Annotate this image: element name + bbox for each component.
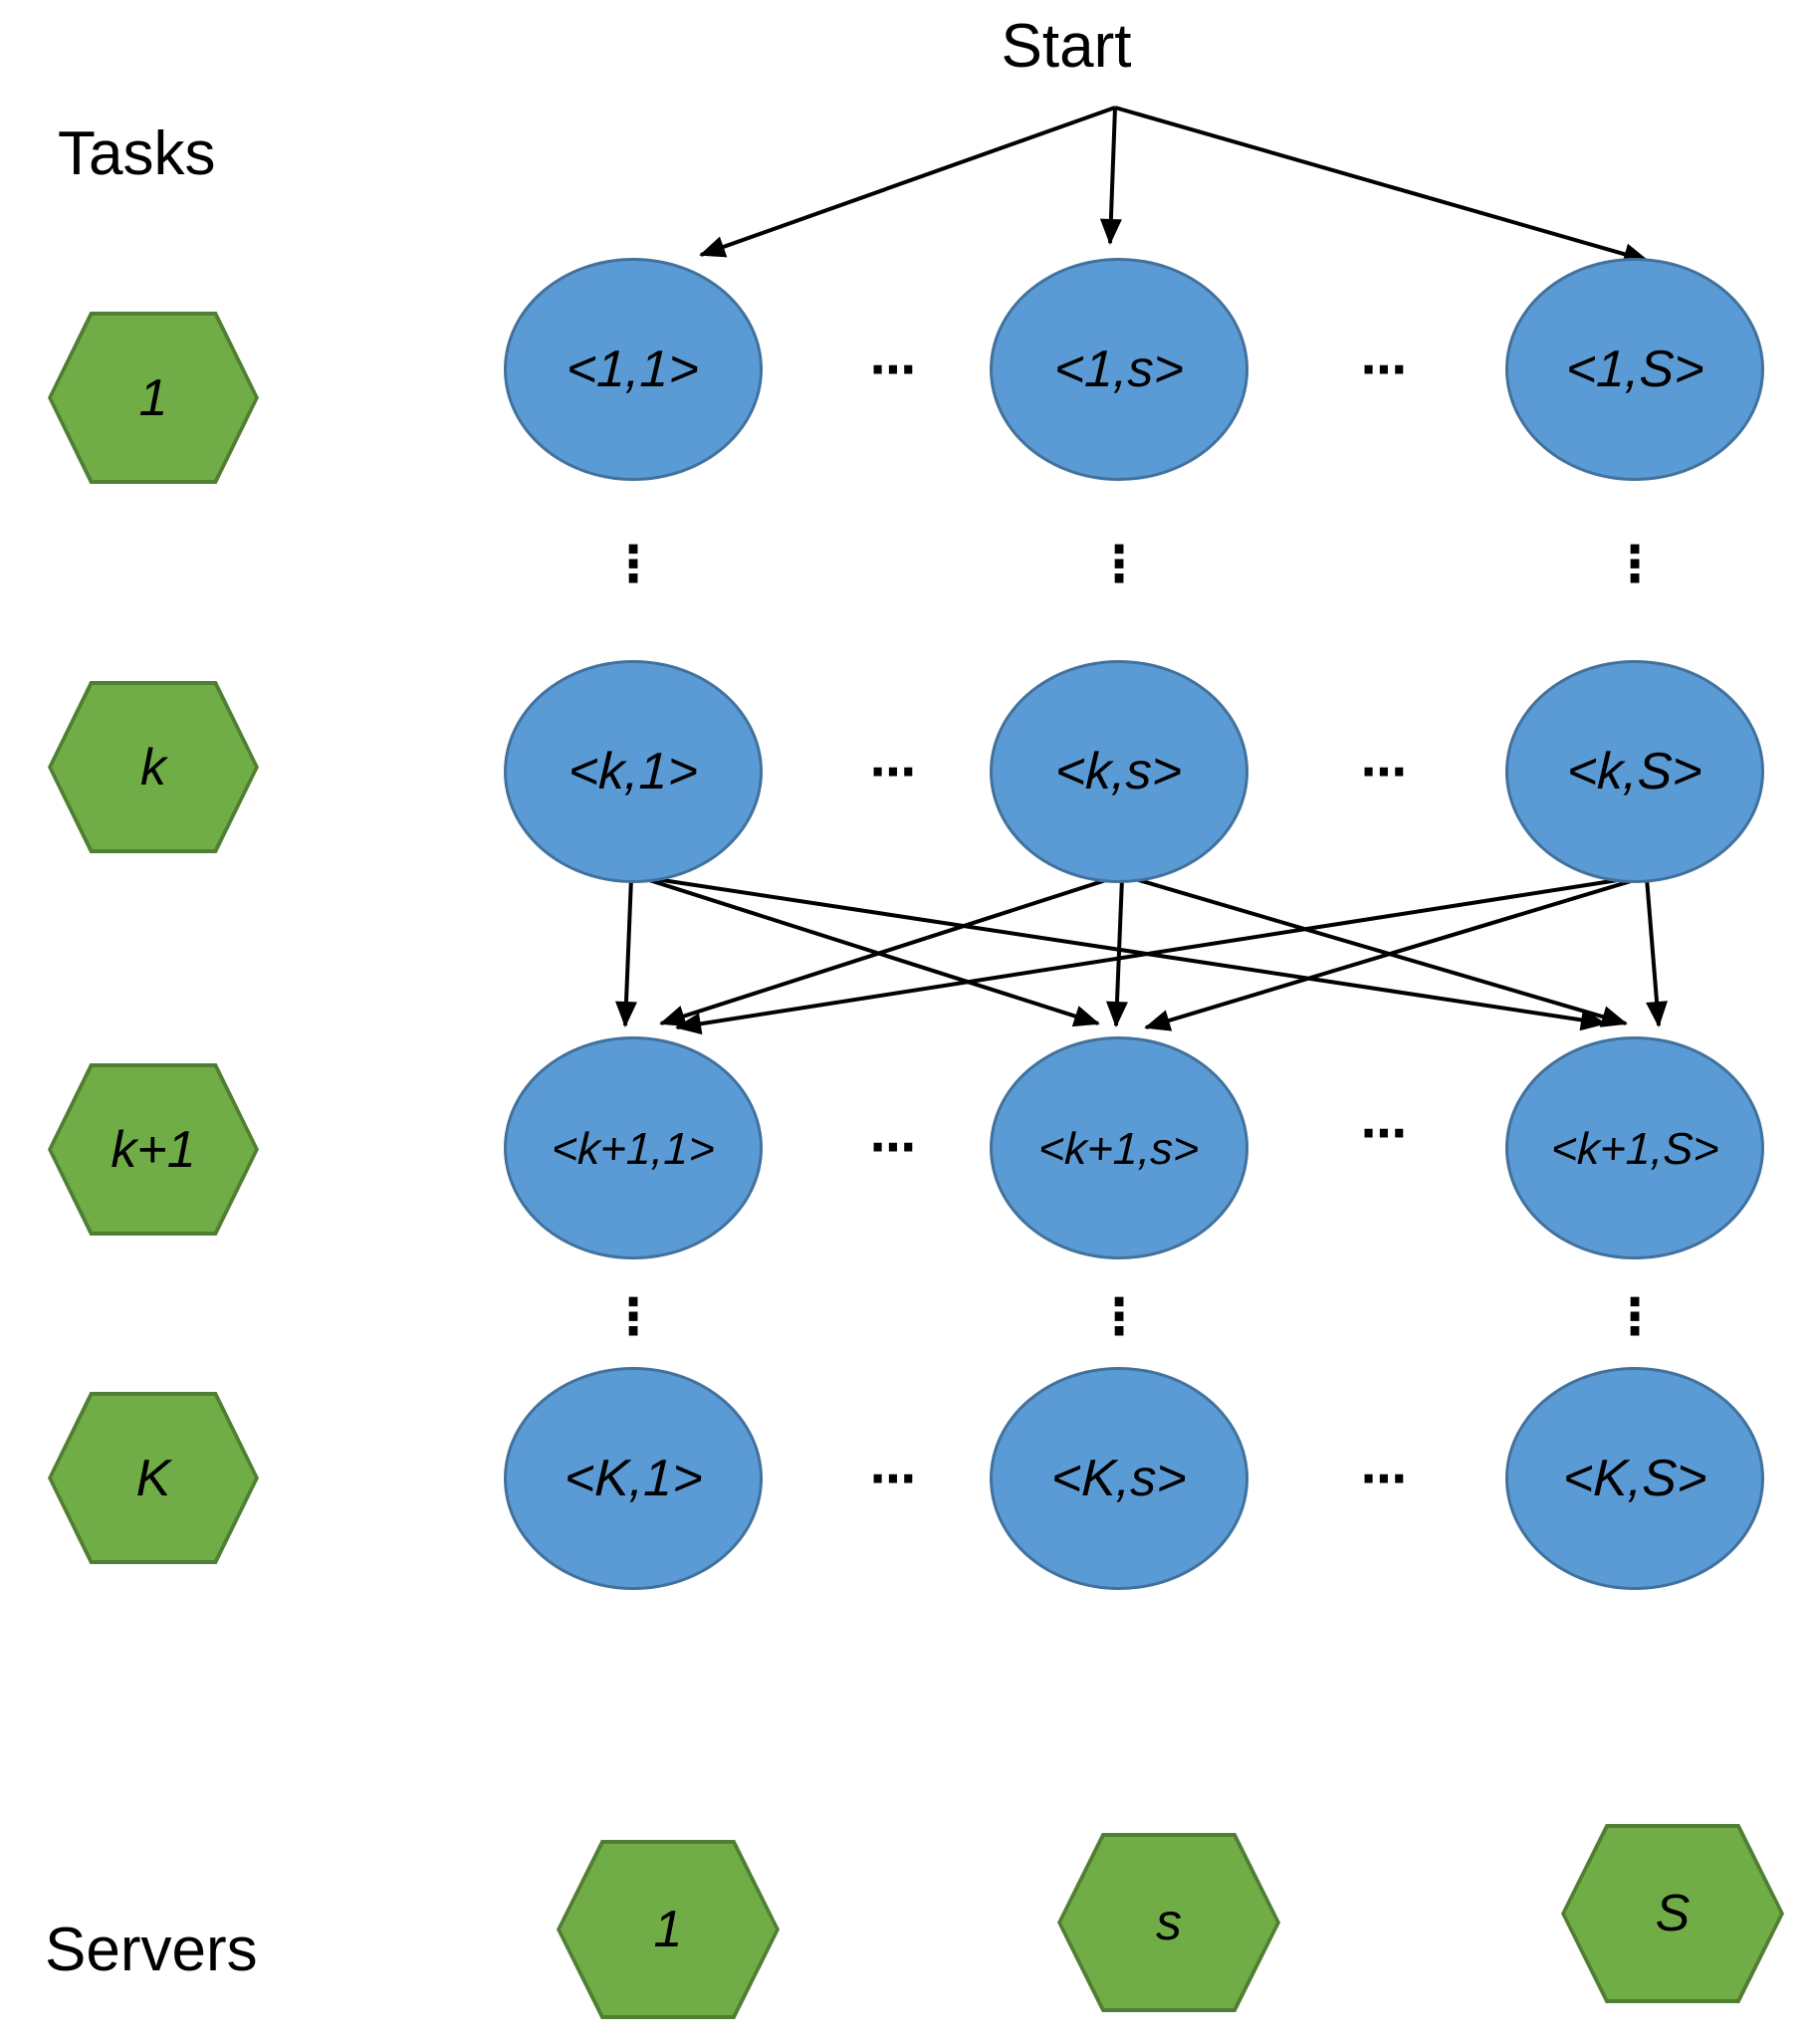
state-node-label: <1,s> (1052, 341, 1186, 398)
state-node-rowk-col1: <k,1> (504, 660, 763, 883)
edge-ks-kp1-1 (659, 876, 1113, 1027)
hexagon-inner: s (1061, 1837, 1276, 2008)
ellipsis-horizontal: ⋯ (1361, 745, 1407, 798)
server-hexagon-1: 1 (557, 1840, 780, 2019)
edge-k1-kp1-1 (614, 877, 637, 1027)
task-hexagon-k-label: k (140, 738, 166, 796)
hexagon-inner: 1 (52, 316, 255, 480)
state-node-label: <k+1,s> (1037, 1122, 1201, 1174)
edge-kS-kp1-1 (675, 876, 1632, 1035)
state-node-label: <k,1> (566, 743, 700, 800)
state-node-label: <1,S> (1564, 341, 1705, 398)
state-node-rowk1-col2: <k+1,s> (990, 1036, 1248, 1259)
tasks-label: Tasks (58, 119, 216, 188)
servers-label: Servers (45, 1916, 258, 1984)
ellipsis-horizontal: ⋯ (870, 1452, 916, 1505)
task-hexagon-big-k-label: K (135, 1449, 171, 1507)
edge-k1-kp1-s (642, 876, 1100, 1027)
start-arrow-col2 (1099, 107, 1122, 245)
task-hexagon-k-plus-1-label: k+1 (111, 1120, 196, 1179)
edge-kS-kp1-s (1144, 876, 1642, 1031)
ellipsis-vertical: ⋮ (1094, 535, 1144, 593)
ellipsis-horizontal: ⋯ (870, 745, 916, 798)
hexagon-inner: K (52, 1396, 255, 1560)
task-hexagon-1-label: 1 (138, 368, 168, 427)
ellipsis-horizontal: ⋯ (870, 342, 916, 396)
state-node-rowk-col3: <k,S> (1505, 660, 1764, 883)
state-node-label: <k,s> (1054, 743, 1184, 800)
task-hexagon-k-plus-1: k+1 (48, 1063, 259, 1236)
start-label: Start (1001, 12, 1132, 81)
ellipsis-horizontal: ⋯ (1361, 342, 1407, 396)
server-hexagon-s: s (1057, 1833, 1280, 2012)
state-node-rowbigk-col2: <K,s> (990, 1367, 1248, 1590)
server-hexagon-big-s-label: S (1655, 1885, 1691, 1942)
hexagon-inner: S (1565, 1828, 1780, 1999)
edge-kS-kp1-S (1645, 877, 1669, 1027)
state-node-label: <k+1,S> (1549, 1122, 1720, 1174)
ellipsis-vertical: ⋮ (1610, 535, 1660, 593)
state-node-rowk1-col3: <k+1,S> (1505, 1036, 1764, 1259)
state-node-label: <K,S> (1561, 1450, 1708, 1507)
ellipsis-horizontal: ⋯ (1361, 1106, 1407, 1160)
state-node-row1-col2: <1,s> (990, 258, 1248, 481)
ellipsis-horizontal: ⋯ (870, 1120, 916, 1174)
state-node-label: <K,1> (563, 1450, 704, 1507)
state-node-rowk1-col1: <k+1,1> (504, 1036, 763, 1259)
start-arrow-col3 (1114, 106, 1650, 265)
state-node-row1-col1: <1,1> (504, 258, 763, 481)
server-hexagon-s-label: s (1156, 1894, 1182, 1951)
state-node-rowbigk-col3: <K,S> (1505, 1367, 1764, 1590)
start-arrow-col1 (699, 106, 1116, 258)
task-hexagon-big-k: K (48, 1392, 259, 1564)
server-hexagon-big-s: S (1561, 1824, 1784, 2003)
edge-k1-kp1-S (648, 876, 1607, 1031)
server-hexagon-1-label: 1 (653, 1901, 683, 1958)
edge-ks-kp1-S (1131, 876, 1628, 1027)
ellipsis-vertical: ⋮ (1610, 1287, 1660, 1346)
task-hexagon-k: k (48, 681, 259, 853)
state-node-rowbigk-col1: <K,1> (504, 1367, 763, 1590)
state-node-label: <k+1,1> (551, 1122, 716, 1174)
hexagon-inner: k (52, 685, 255, 849)
state-node-label: <k,S> (1566, 743, 1703, 800)
state-node-label: <K,s> (1050, 1450, 1188, 1507)
hexagon-inner: 1 (561, 1844, 776, 2015)
ellipsis-vertical: ⋮ (608, 1287, 658, 1346)
state-node-label: <1,1> (566, 341, 701, 398)
state-node-row1-col3: <1,S> (1505, 258, 1764, 481)
edge-ks-kp1-s (1105, 877, 1128, 1027)
ellipsis-horizontal: ⋯ (1361, 1452, 1407, 1505)
ellipsis-vertical: ⋮ (1094, 1287, 1144, 1346)
state-node-rowk-col2: <k,s> (990, 660, 1248, 883)
task-hexagon-1: 1 (48, 312, 259, 484)
ellipsis-vertical: ⋮ (608, 535, 658, 593)
hexagon-inner: k+1 (52, 1067, 255, 1232)
